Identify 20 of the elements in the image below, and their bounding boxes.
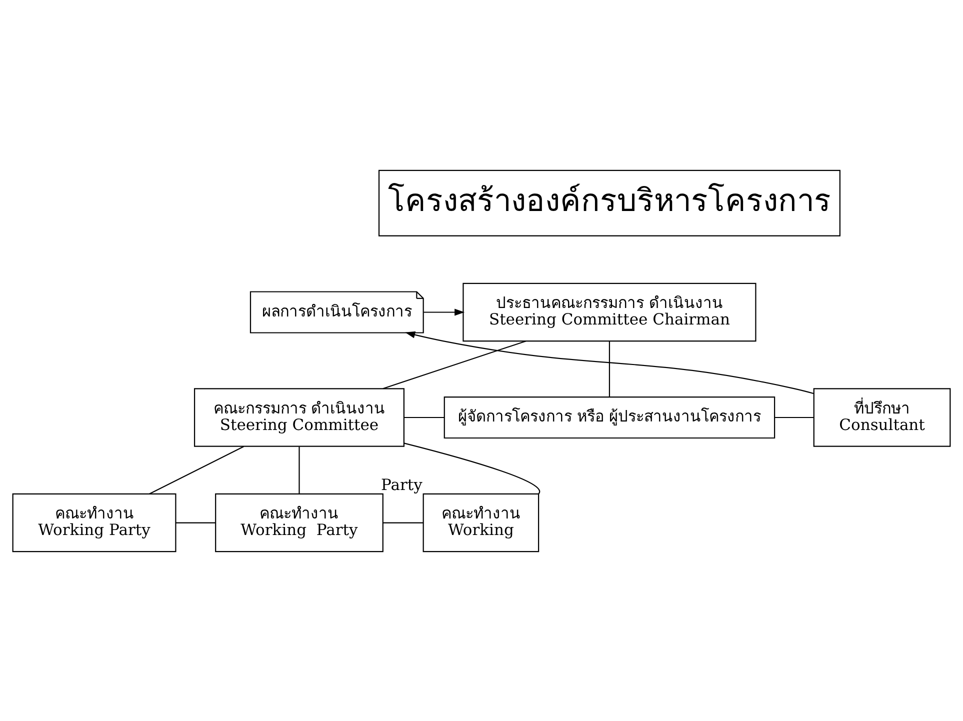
node-box: คณะทำงาน Working [422, 492, 540, 552]
node-label: Party [381, 475, 422, 494]
connector [775, 416, 814, 418]
node-box: คณะกรรมการ ดำเนินงาน Steering Committee [194, 388, 404, 446]
connector [404, 416, 444, 418]
connector [382, 340, 526, 389]
connector [176, 522, 216, 523]
arrow [424, 308, 465, 316]
connector [298, 446, 300, 494]
node-box: คณะทำงาน Working Party [12, 492, 176, 552]
node-box: ที่ปรึกษา Consultant [813, 388, 951, 446]
node-box: ผู้จัดการโครงการ หรือ ผู้ประสานงานโครงการ [444, 396, 776, 438]
connector [404, 442, 540, 494]
node-box: โครงสร้างองค์กรบริหารโครงการ [378, 169, 840, 236]
node-box: ประธานคณะกรรมการ ดำเนินงาน Steering Committee Chairman [462, 282, 756, 342]
node-box: คณะทำงาน Working Party [215, 492, 384, 552]
connector [149, 446, 244, 494]
connector [383, 522, 424, 523]
connector [608, 341, 610, 396]
arrow [405, 330, 814, 394]
